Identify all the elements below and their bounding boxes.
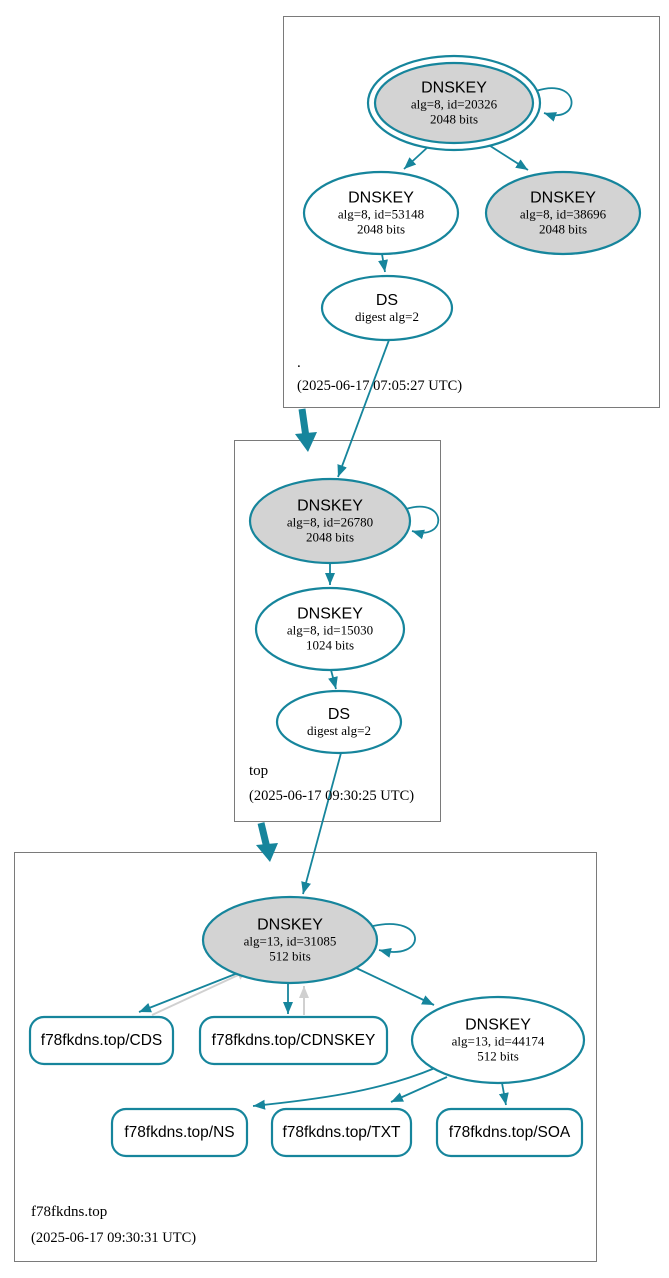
edge-top-ds-to-f78fkdns-ksk: [301, 752, 342, 895]
edge-root-zsk-to-ds: [378, 253, 388, 273]
node-root-zsk-dnskey-53148[interactable]: [302, 170, 460, 256]
edge-zsk-to-txt: [390, 1076, 448, 1103]
node-rrset-txt[interactable]: [270, 1107, 413, 1158]
edge-f78fkdns-ksk-selfsign: [372, 923, 416, 958]
edge-top-ksk-selfsign: [405, 505, 440, 540]
node-rrset-soa[interactable]: [435, 1107, 584, 1158]
node-root-ksk-dnskey-20326[interactable]: [366, 54, 542, 152]
edge-zsk-to-soa: [498, 1082, 509, 1106]
node-top-ksk-dnskey-26780[interactable]: [248, 477, 412, 565]
node-top-ds[interactable]: [275, 689, 403, 755]
delegation-arrow-root-to-top: [298, 408, 310, 438]
delegation-arrowhead-root-to-top: [295, 432, 317, 452]
node-rrset-cdnskey[interactable]: [198, 1015, 389, 1066]
edge-root-ds-to-top-ksk: [337, 339, 390, 478]
edge-ksk-to-zsk: [351, 965, 435, 1006]
zone-box-top: [234, 440, 441, 822]
edge-zsk-to-ns: [252, 1067, 436, 1110]
zone-box-root: [283, 16, 660, 408]
edge-root-ksk-selfsign: [535, 87, 573, 122]
node-f78fkdns-ksk-dnskey-31085[interactable]: [201, 895, 379, 985]
node-rrset-cds[interactable]: [28, 1015, 175, 1066]
edge-root-ksk-to-zsk: [403, 145, 430, 170]
node-root-dnskey-38696[interactable]: [484, 170, 642, 256]
zone-box-f78fkdns-top: [14, 852, 597, 1262]
edge-top-zsk-to-ds: [328, 669, 338, 690]
edge-root-ksk-to-key38696: [483, 141, 529, 171]
node-f78fkdns-zsk-dnskey-44174[interactable]: [410, 995, 586, 1085]
node-rrset-ns[interactable]: [110, 1107, 249, 1158]
node-root-ds[interactable]: [320, 274, 454, 342]
edge-cds-to-ksk-gray: [151, 969, 250, 1016]
delegation-arrowhead-top-to-f78fkdns: [256, 843, 278, 862]
node-top-zsk-dnskey-15030[interactable]: [254, 586, 406, 672]
delegation-arrow-top-to-f78fkdns: [257, 822, 271, 849]
edge-ksk-to-cds: [138, 970, 244, 1013]
